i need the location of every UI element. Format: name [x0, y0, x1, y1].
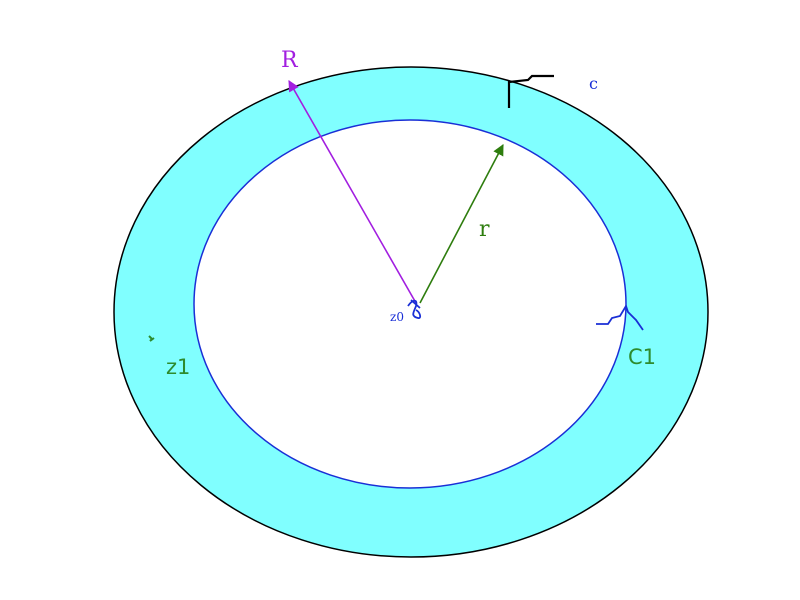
label-R: R — [281, 48, 299, 73]
C1-marker-scribble — [596, 303, 644, 331]
z0-scribble — [407, 299, 422, 319]
label-r: r — [479, 217, 490, 242]
label-z0: z0 — [390, 310, 404, 324]
c-marker-scribble — [507, 74, 554, 108]
R-radius-arrow — [288, 80, 417, 304]
z1-point-scribble — [148, 335, 155, 342]
label-c: c — [589, 74, 598, 93]
label-z1: z1 — [166, 355, 190, 379]
r-radius-arrow — [419, 144, 504, 304]
label-C1: C1 — [628, 345, 656, 369]
